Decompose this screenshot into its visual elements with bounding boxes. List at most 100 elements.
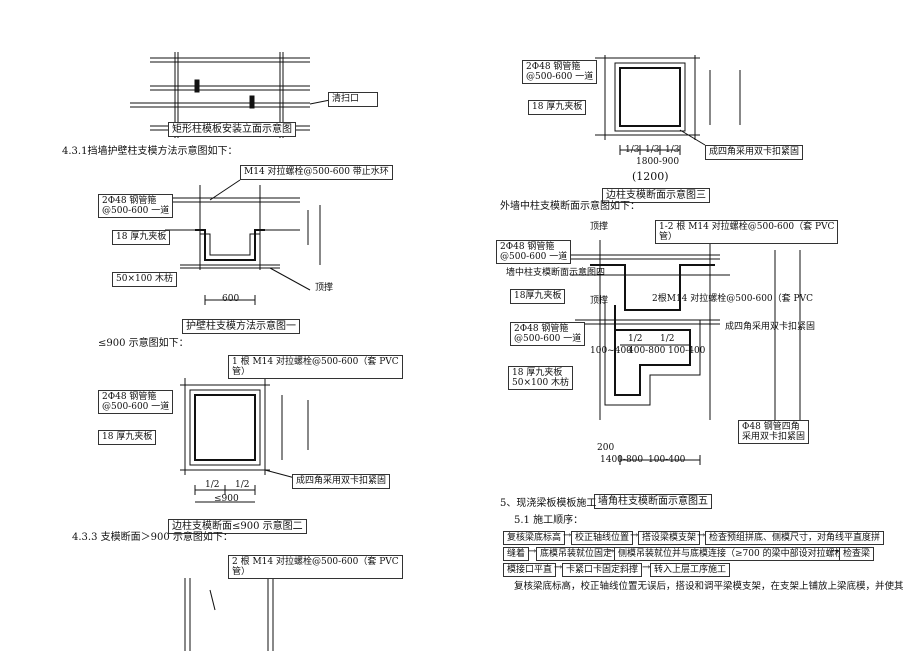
fig2-bolt-label: 1 根 M14 对拉螺栓@500-600（套 PVC 管）	[228, 355, 403, 379]
fig3-bolt-label-2: 管）	[232, 567, 251, 577]
fig2-pipe-label-2: @500-600 一道	[102, 402, 170, 412]
top-dim-total: (1200)	[632, 170, 669, 183]
flow-step-8: 检查梁	[839, 547, 875, 561]
flow-arrow: →	[563, 530, 572, 541]
fig4-bolt-label-1: 1-2 根 M14 对拉螺栓@500-600（套 PVC	[659, 222, 835, 232]
flow-arrow: →	[831, 546, 840, 557]
heading-le900: ≤900 示意图如下：	[98, 338, 189, 349]
fig4-bolt-label-2: 管）	[659, 232, 678, 242]
edge-column-top-drawing	[595, 55, 741, 155]
fig4-pipe-corner-label: Φ48 钢管四角 采用双卡扣紧固	[738, 420, 810, 444]
heading-4-3-3: 4.3.3 支模断面＞900 示意图如下：	[72, 532, 233, 543]
fig4-dim-d: 400-800	[628, 346, 666, 356]
flow-step-5: 缝着	[503, 547, 530, 561]
flow-step-4: 检查预组拼底、侧模尺寸，对角线平直度拼	[705, 531, 885, 545]
top-dim-third-1: 1/3	[625, 145, 640, 155]
fig1-dim: 600	[222, 294, 240, 304]
top-dim-third-2: 1/3	[645, 145, 660, 155]
cleanout-label: 清扫口	[328, 92, 378, 107]
fig1-pipe-label: 2Φ48 钢管箍 @500-600 一道	[98, 194, 174, 218]
top-pipe-label: 2Φ48 钢管箍 @500-600 一道	[522, 60, 598, 84]
flow-arrow: →	[606, 546, 615, 557]
top-dim-range: 1800-900	[636, 157, 680, 167]
fig3-bolt-label: 2 根 M14 对拉螺栓@500-600（套 PVC 管）	[228, 555, 403, 579]
flow-step-10: 卡紧口卡固定斜撑	[562, 563, 643, 577]
fig3-bolt-label-1: 2 根 M14 对拉螺栓@500-600（套 PVC	[232, 557, 399, 567]
fig4-pipe-label: 2Φ48 钢管箍 @500-600 一道	[496, 240, 572, 264]
fig1-board-label: 18 厚九夹板	[112, 230, 171, 245]
flow-step-7: 侧模吊装就位并与底模连接（≥700 的梁中部设对拉螺栓）	[614, 547, 857, 561]
flow-step-6: 底模吊装就位固定	[536, 547, 617, 561]
fig4-bolt-label-3: 2根M14 对拉螺栓@500-600（套 PVC	[652, 294, 813, 304]
heading-5: 5、现浇梁板模板施工	[500, 498, 597, 509]
fig2-pipe-label: 2Φ48 钢管箍 @500-600 一道	[98, 390, 174, 414]
fig4-pipe-label-2: @500-600 一道	[500, 252, 568, 262]
top-caption: 边柱支模断面示意图三	[602, 188, 710, 203]
column-elevation-drawing	[130, 52, 331, 138]
fig4-pipe-label-4: @500-600 一道	[514, 334, 582, 344]
fig2-pipe-label-1: 2Φ48 钢管箍	[102, 392, 157, 402]
column-gt900-drawing	[184, 578, 274, 651]
fig4-pipe-label-1: 2Φ48 钢管箍	[500, 242, 555, 252]
fig4-dim-c: 100~400	[590, 346, 632, 356]
fig4-corner-label: 成四角采用双卡扣紧固	[725, 322, 816, 332]
body-paragraph: 复核梁底标高，校正轴线位置无误后，搭设和调平梁模支架，在支架上铺放上梁底模，并使…	[514, 581, 904, 592]
fig4-pipe-label-3: 2Φ48 钢管箍	[514, 324, 569, 334]
fig4-overlap-caption: 墙中柱支模断面示意图四	[506, 268, 606, 278]
flow-step-2: 校正轴线位置	[571, 531, 634, 545]
top-pipe-label-1: 2Φ48 钢管箍	[526, 62, 581, 72]
fig4-board-label: 18厚九夹板	[510, 289, 566, 304]
fig4-dim-a: 1/2	[628, 334, 643, 344]
fig4-board-label-2: 18 厚九夹板	[512, 368, 563, 378]
top-pipe-label-2: @500-600 一道	[526, 72, 594, 82]
fig1-pipe-label-2: @500-600 一道	[102, 206, 170, 216]
fig2-dim-total: ≤900	[214, 494, 239, 504]
fig2-bolt-label-2: 管）	[232, 367, 251, 377]
fig4-pipe-label-b: 2Φ48 钢管箍 @500-600 一道	[510, 322, 586, 346]
fig4-dim-h: 100-400	[648, 455, 686, 465]
fig2-caption: 边柱支模断面≤900 示意图二	[168, 519, 307, 534]
fig4-dim-f: 200	[597, 443, 615, 453]
fig4-board-wood-label: 18 厚九夹板 50×100 木枋	[508, 366, 574, 390]
wall-corner-column-drawing	[560, 240, 801, 465]
top-dim-third-3: 1/3	[665, 145, 680, 155]
flow-step-9: 模接口平直	[503, 563, 557, 577]
fig1-bolt-label: M14 对拉螺栓@500-600 带止水环	[240, 165, 393, 180]
edge-column-le900-drawing	[180, 378, 309, 503]
fig2-board-label: 18 厚九夹板	[98, 430, 157, 445]
fig4-bolt-label: 1-2 根 M14 对拉螺栓@500-600（套 PVC 管）	[655, 220, 839, 244]
flow-arrow: →	[630, 530, 639, 541]
elevation-caption: 矩形柱模板安装立面示意图	[168, 122, 296, 137]
top-corner-label: 成四角采用双卡扣紧固	[705, 145, 804, 160]
fig4-dim-e: 100-400	[668, 346, 706, 356]
fig2-dim-half-2: 1/2	[235, 480, 250, 490]
fig1-caption: 护壁柱支模方法示意图一	[182, 319, 300, 334]
fig4-caption: 墙角柱支模断面示意图五	[594, 494, 712, 509]
heading-5-1: 5.1 施工顺序：	[514, 515, 584, 526]
fig2-bolt-label-1: 1 根 M14 对拉螺栓@500-600（套 PVC	[232, 357, 399, 367]
flow-step-11: 转入上层工序施工	[650, 563, 731, 577]
fig4-pipe-corner-1: Φ48 钢管四角	[742, 422, 800, 432]
fig1-wood-label: 50×100 木枋	[112, 272, 178, 287]
fig4-pipe-corner-2: 采用双卡扣紧固	[742, 432, 806, 442]
top-board-label: 18 厚九夹板	[528, 100, 587, 115]
fig4-dim-g: 1400-800	[600, 455, 644, 465]
flow-arrow: →	[642, 562, 651, 573]
fig2-corner-label: 成四角采用双卡扣紧固	[292, 474, 391, 489]
fig4-brace-label: 顶撑	[590, 222, 609, 232]
flow-step-1: 复核梁底标高	[503, 531, 566, 545]
flow-arrow: →	[554, 562, 563, 573]
fig2-dim-half-1: 1/2	[205, 480, 220, 490]
fig1-brace-label: 顶撑	[315, 283, 334, 293]
flow-step-3: 搭设梁模支架	[638, 531, 701, 545]
flow-arrow: →	[697, 530, 706, 541]
flow-arrow: →	[528, 546, 537, 557]
fig4-wood-label: 50×100 木枋	[512, 378, 570, 388]
heading-outer-wall: 外墙中柱支模断面示意图如下：	[500, 201, 640, 212]
fig4-brace-label-2: 顶撑	[590, 296, 609, 306]
heading-4-3-1: 4.3.1挡墙护壁柱支模方法示意图如下：	[62, 146, 238, 157]
fig4-dim-b: 1/2	[660, 334, 675, 344]
pilaster-formwork-drawing	[165, 179, 321, 305]
